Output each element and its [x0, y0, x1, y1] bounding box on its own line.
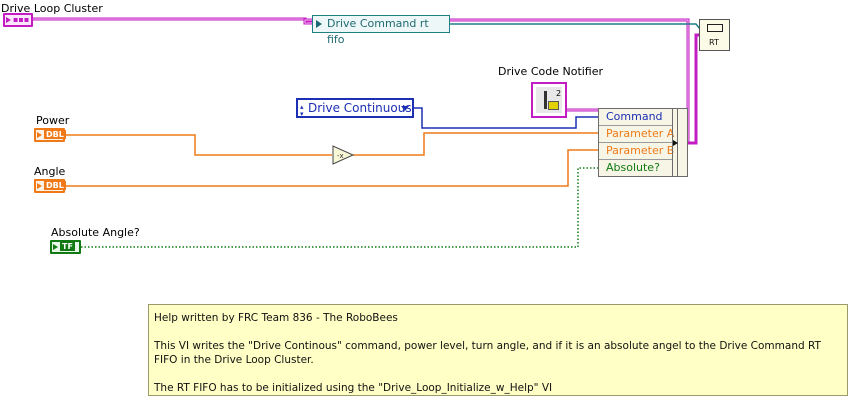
- unbundle-element-label: Drive Command rt fifo: [327, 17, 429, 46]
- enum-wire: [414, 107, 598, 129]
- help-comment: Help written by FRC Team 836 - The RoboB…: [148, 304, 848, 396]
- bundle-arrow-icon: [673, 140, 678, 146]
- notifier-terminal[interactable]: 2: [531, 82, 567, 118]
- fifo-icon: [707, 24, 723, 32]
- svg-text:-x: -x: [337, 152, 344, 160]
- help-line-1: Help written by FRC Team 836 - The RoboB…: [154, 312, 398, 324]
- rt-fifo-write-node[interactable]: RT: [699, 19, 730, 51]
- bundle-row-parameter-a: Parameter A: [599, 126, 674, 143]
- cluster-wire: [33, 17, 690, 145]
- unbundle-drive-command-fifo[interactable]: Drive Command rt fifo: [312, 15, 450, 46]
- bundle-row-command: Command: [599, 109, 672, 126]
- absolute-wire: [81, 167, 598, 248]
- increment-decrement-icon: ▴▾: [300, 103, 304, 118]
- angle-wire: [65, 149, 598, 187]
- drive-code-notifier-label: Drive Code Notifier: [498, 65, 604, 78]
- drive-command-enum[interactable]: ▴▾ Drive Continuous: [296, 98, 414, 118]
- negate-output-wire: [353, 132, 598, 156]
- chevron-down-icon: [401, 106, 409, 111]
- help-line-2: This VI writes the "Drive Continous" com…: [154, 340, 821, 366]
- help-line-3: The RT FIFO has to be initialized using …: [154, 382, 553, 394]
- negate-function: [332, 145, 355, 165]
- bundle-by-name-node[interactable]: Command Parameter A Parameter B Absolute…: [598, 108, 688, 177]
- angle-terminal[interactable]: DBL: [34, 179, 66, 193]
- bundle-row-parameter-b: Parameter B: [599, 143, 674, 160]
- notifier-icon: 2: [536, 87, 562, 113]
- bundle-row-absolute: Absolute?: [606, 161, 660, 174]
- fifo-wire: [450, 23, 701, 30]
- angle-label: Angle: [34, 165, 66, 178]
- bundle-output-wire: [686, 33, 700, 145]
- absolute-angle-label: Absolute Angle?: [51, 226, 140, 239]
- rt-label: RT: [709, 38, 719, 47]
- drive-loop-cluster-label: Drive Loop Cluster: [1, 2, 103, 15]
- enum-value: Drive Continuous: [308, 101, 412, 115]
- drive-loop-cluster-terminal[interactable]: ▪▪▪: [3, 13, 33, 27]
- absolute-angle-terminal[interactable]: TF: [50, 240, 81, 254]
- power-wire: [65, 134, 332, 156]
- power-terminal[interactable]: DBL: [34, 128, 66, 142]
- power-label: Power: [36, 114, 70, 127]
